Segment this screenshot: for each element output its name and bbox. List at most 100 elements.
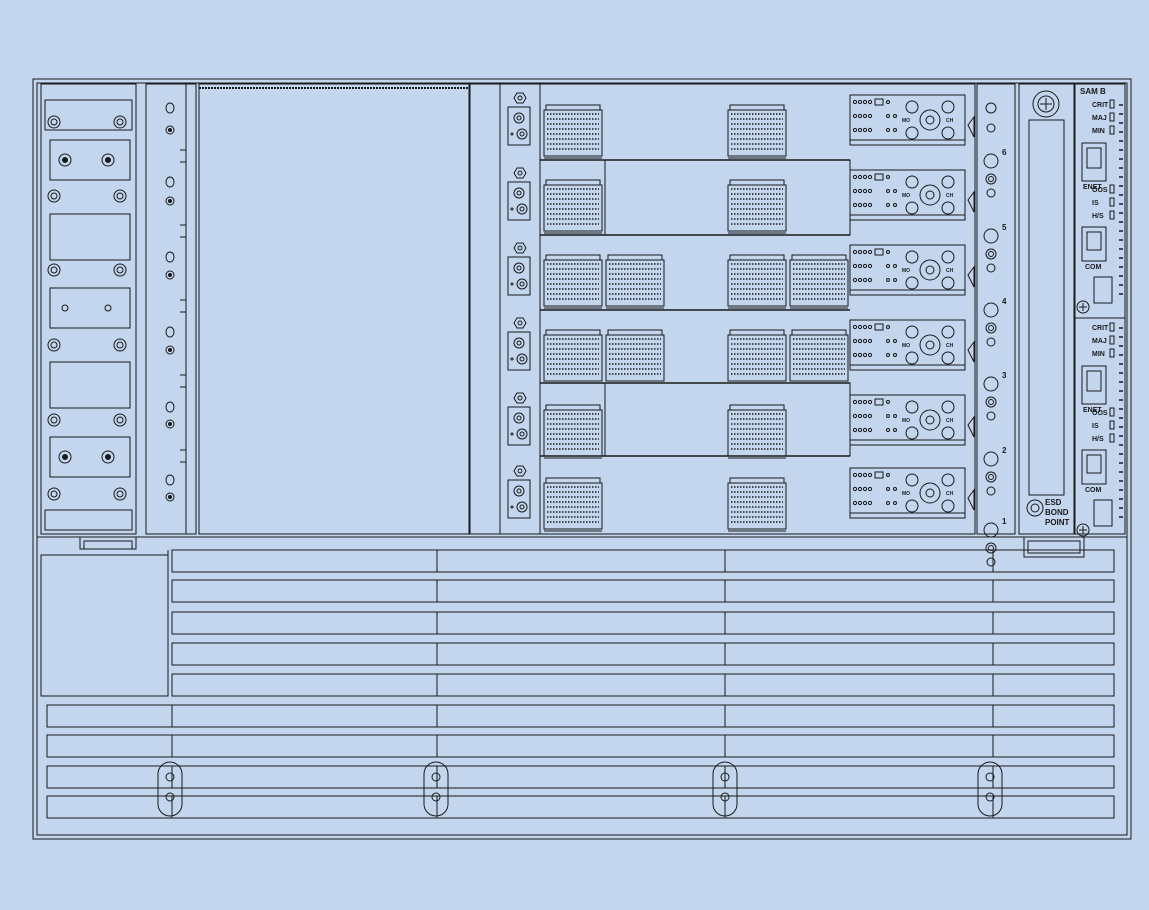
vent-slat (46, 734, 1115, 758)
screw-icon (113, 338, 127, 352)
hex-nut-icon (513, 392, 527, 404)
led-indicator (1109, 125, 1115, 135)
port-icon (941, 201, 955, 215)
connector-block (543, 329, 603, 384)
sam-title: SAM B (1080, 87, 1106, 96)
mo-label: MO (902, 418, 910, 424)
io-module (849, 94, 966, 146)
coax-port-icon (513, 485, 525, 497)
port-icon (941, 400, 955, 414)
mo-label: MO (902, 343, 910, 349)
slot-number-label: 2 (1002, 446, 1007, 455)
port-icon (905, 276, 919, 290)
sam-panel: SAM B (1074, 83, 1126, 535)
screw-icon (47, 189, 61, 203)
port-housing (507, 256, 531, 296)
knob-icon (1032, 90, 1060, 118)
slot-number-label: 6 (1002, 148, 1007, 157)
mo-label: MO (902, 118, 910, 124)
vent-slat (171, 579, 1115, 603)
screw-icon (1076, 523, 1090, 537)
port-icon (941, 175, 955, 189)
rail-notch (967, 340, 975, 363)
port-icon (905, 100, 919, 114)
connector-block (789, 254, 849, 309)
ch-label: CH (946, 491, 954, 497)
card-slot: MO CH (507, 92, 975, 159)
led-indicator (1109, 210, 1115, 220)
io-module (849, 244, 966, 296)
hs-label: H/S (1092, 436, 1104, 443)
card-slot: MO CH (507, 465, 975, 532)
indicator-ring (983, 451, 999, 467)
com-label: COM (1085, 487, 1102, 494)
rail-notch (967, 115, 975, 138)
fan-tray (36, 536, 1128, 836)
com-label: COM (1085, 264, 1102, 271)
enet-label: ENET (1083, 407, 1102, 414)
vent-slat (171, 549, 1115, 573)
handle-icon (423, 761, 449, 817)
led-icon (986, 263, 996, 273)
port-icon (905, 426, 919, 440)
ch-label: CH (946, 118, 954, 124)
port-icon (941, 276, 955, 290)
led-icon (986, 123, 996, 133)
slot-number-label: 3 (1002, 371, 1007, 380)
indicator-ring (983, 153, 999, 169)
port-housing (507, 331, 531, 371)
port-icon (941, 325, 955, 339)
led-icon (986, 557, 996, 567)
maj-label: MAJ (1092, 115, 1107, 122)
handle-icon (977, 761, 1003, 817)
port-icon (941, 473, 955, 487)
led-icon (985, 471, 997, 483)
io-module (849, 394, 966, 446)
led-icon (986, 337, 996, 347)
port-icon (905, 250, 919, 264)
slot-number-label: 4 (1002, 297, 1007, 306)
bond-label: BOND (1045, 508, 1069, 517)
led-indicator (1109, 99, 1115, 109)
io-module (849, 319, 966, 371)
screw-icon (47, 487, 61, 501)
connector-block (543, 104, 603, 159)
port-housing (507, 406, 531, 446)
connector-block (727, 104, 787, 159)
screw-icon (58, 153, 72, 167)
io-module (849, 169, 966, 221)
mo-label: MO (902, 193, 910, 199)
ch-label: CH (946, 418, 954, 424)
vent-slat (171, 611, 1115, 635)
enet-port (1081, 142, 1107, 182)
chassis-outline (32, 78, 1132, 840)
screw-icon (113, 263, 127, 277)
port-icon (905, 175, 919, 189)
connector-block (727, 179, 787, 234)
coax-port-icon (513, 337, 525, 349)
connector-block (727, 404, 787, 459)
led-icon (986, 411, 996, 421)
screw-icon (113, 413, 127, 427)
screw-icon (47, 413, 61, 427)
rail-notch (967, 265, 975, 288)
latch (1093, 499, 1113, 527)
mo-label: MO (902, 491, 910, 497)
card-cage (469, 83, 976, 535)
vent-slat (46, 795, 1115, 819)
led-indicator (1109, 335, 1115, 345)
screw-icon (58, 450, 72, 464)
led-icon (985, 322, 997, 334)
connector-block (789, 329, 849, 384)
hex-nut-icon (513, 317, 527, 329)
screw-icon (985, 772, 995, 782)
rotary-switch-icon (919, 259, 941, 281)
maj-label: MAJ (1092, 338, 1107, 345)
port-icon (941, 100, 955, 114)
screw-icon (431, 792, 441, 802)
screw-icon (101, 450, 115, 464)
